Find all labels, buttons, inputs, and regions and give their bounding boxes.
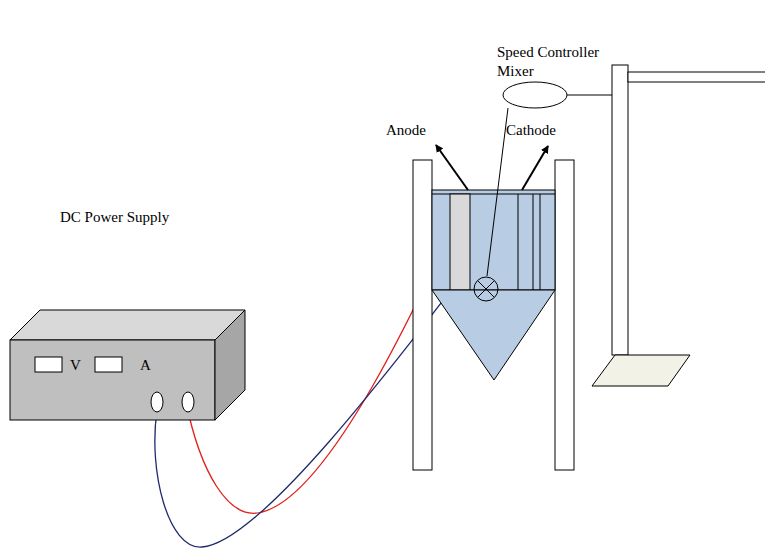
display (35, 357, 62, 372)
case-front (10, 340, 215, 420)
impeller (474, 277, 498, 301)
mixer-shaft (487, 108, 508, 276)
electrode-plate (533, 194, 534, 290)
meter-label: A (140, 357, 151, 374)
part-label: Anode (386, 122, 426, 139)
stand-base (592, 355, 690, 386)
leader-arrow (436, 145, 468, 190)
part-label: Cathode (506, 122, 556, 139)
impeller (478, 281, 494, 297)
impeller (478, 281, 494, 297)
stand-post (612, 65, 628, 355)
controller-arm (567, 95, 612, 96)
display (95, 357, 122, 372)
electrode-plate (518, 194, 519, 290)
device-title: DC Power Supply (60, 209, 169, 226)
support-post (413, 160, 432, 470)
speed-controller (503, 82, 567, 108)
terminal (151, 392, 163, 412)
case-side (215, 310, 245, 420)
stand-arm (628, 72, 765, 82)
leader-arrow (522, 146, 548, 190)
case-top (10, 310, 245, 340)
electrode-plate (450, 194, 470, 290)
reactor-cell (432, 190, 555, 290)
meter-label: V (70, 357, 81, 374)
part-label: Speed Controller (497, 44, 599, 61)
electrode-plate (540, 194, 541, 290)
power-supply: DC Power SupplyV A (8, 200, 248, 425)
power-supply-shape (8, 200, 248, 425)
terminal (182, 392, 194, 412)
part-label: Mixer (497, 63, 534, 80)
reactor-cone (432, 290, 555, 380)
support-post (555, 160, 574, 470)
